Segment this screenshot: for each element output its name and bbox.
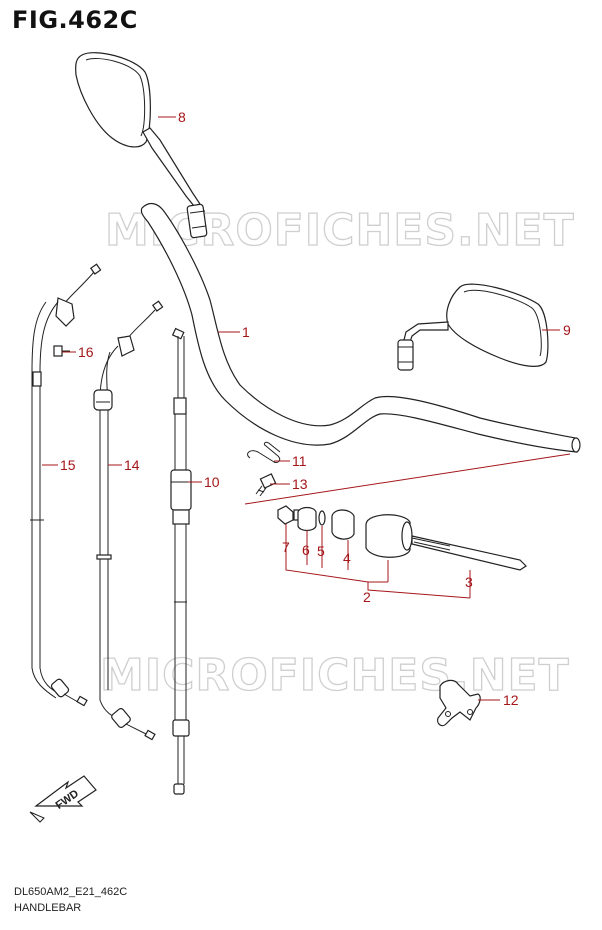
bracket (437, 679, 481, 727)
cable-15 (30, 263, 102, 707)
callout-7: 7 (282, 539, 290, 555)
callout-15: 15 (60, 457, 76, 473)
callout-10: 10 (204, 474, 220, 490)
section-name: HANDLEBAR (14, 902, 82, 914)
callout-13: 13 (292, 476, 308, 492)
cable-14 (93, 300, 164, 741)
watermark-bottom: MICROFICHES.NET (100, 650, 570, 701)
right-mirror (397, 283, 549, 371)
callout-16: 16 (78, 344, 94, 360)
callout-2: 2 (363, 589, 371, 605)
callout-labels: 8 1 9 16 15 14 10 11 13 7 6 5 4 3 2 12 (60, 109, 571, 708)
clip (247, 441, 281, 463)
callout-6: 6 (302, 542, 310, 558)
cable-10 (170, 327, 192, 795)
bar-end-assembly (277, 505, 527, 571)
model-code: DL650AM2_E21_462C (14, 886, 128, 898)
callout-9: 9 (563, 322, 571, 338)
forward-arrow: FWD (29, 775, 97, 823)
callout-11: 11 (292, 453, 307, 469)
leader-lines (42, 116, 571, 701)
figure-title: FIG.462C (12, 6, 138, 34)
callout-12: 12 (503, 692, 519, 708)
callout-1: 1 (242, 324, 250, 340)
callout-14: 14 (124, 457, 140, 473)
callout-3: 3 (465, 574, 473, 590)
handlebar (140, 202, 581, 453)
screw (53, 345, 70, 357)
left-mirror (75, 52, 208, 239)
watermark-top: MICROFICHES.NET (105, 205, 575, 256)
callout-5: 5 (317, 543, 325, 559)
callout-4: 4 (343, 550, 351, 566)
bolt (255, 473, 277, 497)
callout-8: 8 (178, 109, 186, 125)
